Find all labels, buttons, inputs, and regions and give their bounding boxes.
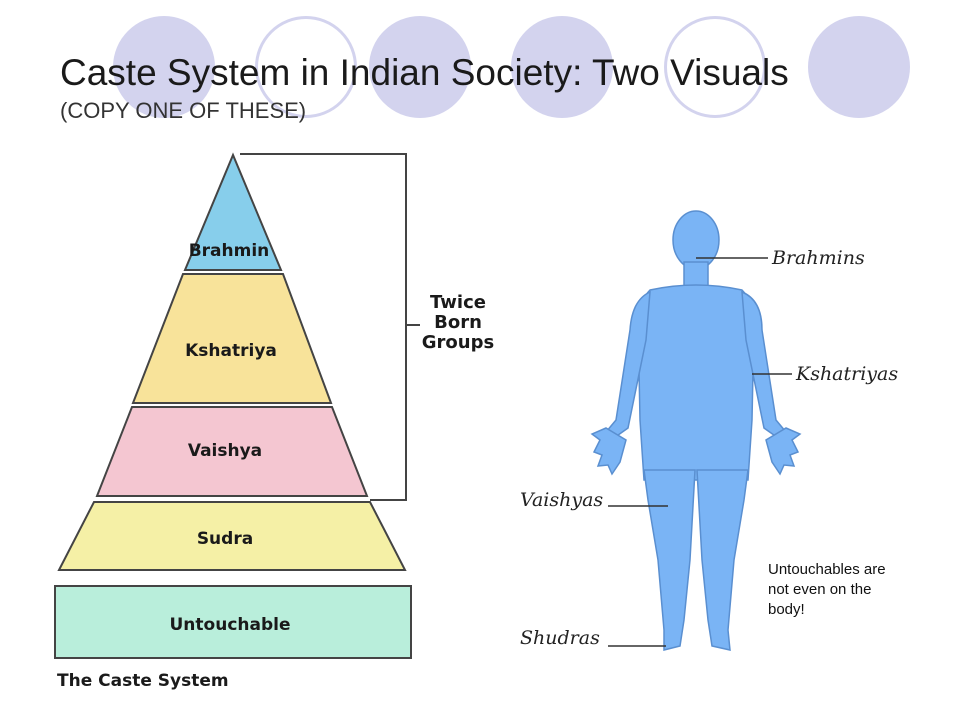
pyramid-label-kshatriya: Kshatriya bbox=[185, 341, 277, 361]
pyramid-caption: The Caste System bbox=[57, 671, 229, 691]
pyramid-level-kshatriya bbox=[131, 273, 333, 404]
decor-circle-2 bbox=[255, 16, 357, 118]
body-left-leg bbox=[643, 469, 696, 651]
pyramid-label-untouchable: Untouchable bbox=[170, 615, 291, 635]
body-label-kshatriyas: Kshatriyas bbox=[795, 363, 898, 385]
bracket-label-line-3: Groups bbox=[422, 332, 494, 353]
body-left-arm bbox=[604, 290, 651, 439]
pyramid-level-vaishya bbox=[95, 406, 369, 497]
body-right-arm bbox=[741, 290, 788, 439]
body-neck bbox=[683, 261, 709, 289]
pyramid-label-sudra: Sudra bbox=[197, 529, 253, 549]
pyramid-label-vaishya: Vaishya bbox=[188, 441, 262, 461]
decor-circle-5 bbox=[664, 16, 766, 118]
bracket-label-line-1: Twice bbox=[430, 292, 486, 313]
bracket-label-line-2: Born bbox=[434, 312, 482, 333]
body-torso bbox=[637, 284, 755, 481]
twice-born-bracket bbox=[240, 153, 407, 501]
untouchables-note: Untouchables are not even on the body! bbox=[768, 561, 886, 618]
pyramid-base-untouchable bbox=[54, 585, 412, 659]
pyramid-label-brahmin: Brahmin bbox=[189, 241, 270, 261]
body-label-vaishyas: Vaishyas bbox=[520, 489, 603, 511]
body-right-leg bbox=[696, 469, 749, 651]
body-left-hand bbox=[590, 427, 627, 476]
pyramid-level-brahmin bbox=[183, 152, 283, 271]
body-right-hand bbox=[765, 427, 802, 476]
decor-circle-6 bbox=[808, 16, 910, 118]
body-label-shudras: Shudras bbox=[520, 627, 600, 649]
human-body-silhouette bbox=[590, 210, 802, 651]
body-head bbox=[672, 210, 720, 270]
pyramid-level-sudra bbox=[57, 501, 407, 571]
body-label-brahmins: Brahmins bbox=[771, 247, 865, 269]
decor-circle-3 bbox=[369, 16, 471, 118]
decor-circle-1 bbox=[113, 16, 215, 118]
decor-circle-4 bbox=[511, 16, 613, 118]
page-title: Caste System in Indian Society: Two Visu… bbox=[60, 52, 789, 93]
page-subtitle: (COPY ONE OF THESE) bbox=[60, 98, 307, 123]
circle-mask bbox=[0, 143, 960, 153]
